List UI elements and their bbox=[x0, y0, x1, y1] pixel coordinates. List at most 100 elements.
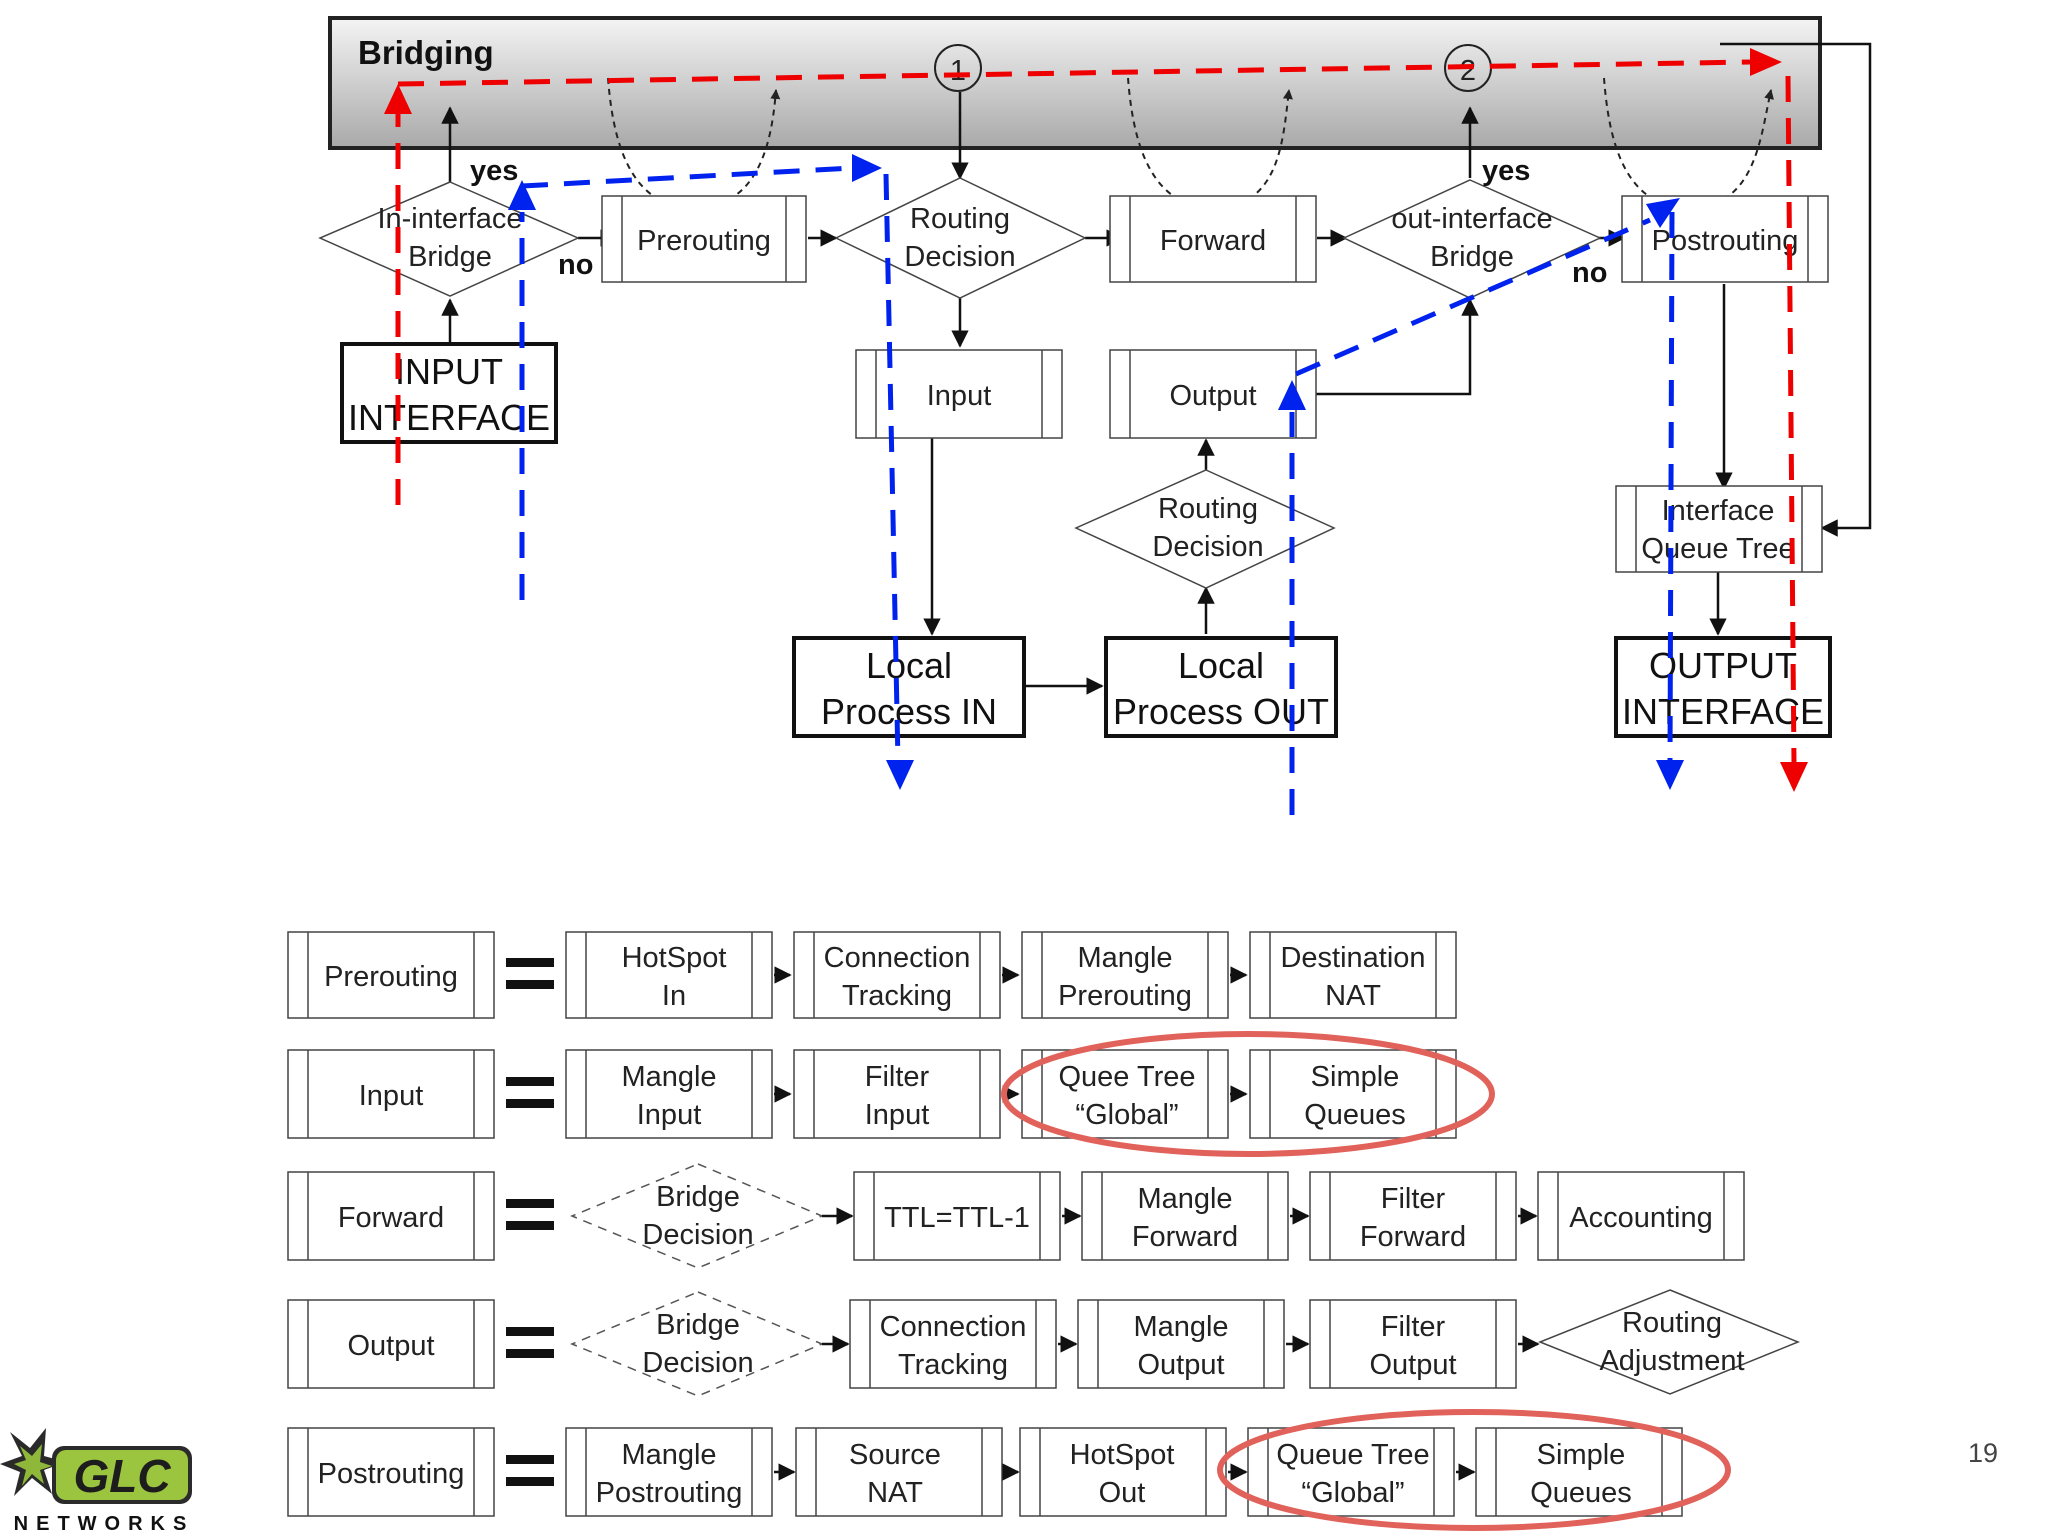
chain-step: Quee Tree “Global” bbox=[1021, 1049, 1229, 1139]
svg-text:Postrouting: Postrouting bbox=[596, 1477, 743, 1509]
chain-step: Connection Tracking bbox=[849, 1299, 1057, 1389]
bridge-decision-diamond: Bridge Decision bbox=[570, 1291, 824, 1397]
svg-text:Simple: Simple bbox=[1311, 1061, 1400, 1093]
out-interface-bridge-diamond: out-interface Bridge bbox=[1342, 179, 1602, 299]
marker-1: 1 bbox=[934, 44, 982, 92]
glc-logo: GLC NETWORKS bbox=[0, 1428, 195, 1535]
svg-text:INPUT: INPUT bbox=[395, 351, 503, 392]
highlight-oval bbox=[1001, 1031, 1495, 1157]
svg-text:Filter: Filter bbox=[1381, 1311, 1446, 1343]
svg-text:GLC: GLC bbox=[73, 1450, 171, 1502]
svg-text:Destination: Destination bbox=[1280, 942, 1425, 974]
logo-subtext: NETWORKS bbox=[14, 1513, 195, 1535]
chain-step: Filter Forward bbox=[1309, 1171, 1517, 1261]
svg-text:“Global”: “Global” bbox=[1301, 1477, 1404, 1509]
svg-text:Filter: Filter bbox=[865, 1061, 930, 1093]
prerouting-box: Prerouting bbox=[601, 195, 807, 283]
blue-routed-paths bbox=[508, 154, 1684, 815]
chain-postrouting: Postrouting Mangle Postrouting Source NA… bbox=[287, 1409, 1731, 1531]
chain-step: Mangle Output bbox=[1077, 1299, 1285, 1389]
in-interface-bridge-diamond: In-interface Bridge bbox=[318, 181, 580, 297]
svg-text:Connection: Connection bbox=[880, 1311, 1027, 1343]
routing-decision-mid-diamond: Routing Decision bbox=[1074, 469, 1336, 589]
chain-step: Simple Queues bbox=[1475, 1427, 1683, 1517]
chain-prerouting: Prerouting HotSpot In Connection Trackin… bbox=[287, 931, 1457, 1019]
red-bridged-path bbox=[384, 48, 1808, 792]
svg-text:In-interface: In-interface bbox=[377, 203, 522, 235]
svg-text:Queues: Queues bbox=[1304, 1099, 1406, 1131]
svg-text:NAT: NAT bbox=[867, 1477, 923, 1509]
svg-text:INTERFACE: INTERFACE bbox=[348, 397, 550, 438]
svg-text:Forward: Forward bbox=[1160, 225, 1266, 257]
svg-text:Source: Source bbox=[849, 1439, 941, 1471]
svg-text:Prerouting: Prerouting bbox=[324, 961, 458, 993]
yes-label: yes bbox=[470, 155, 518, 187]
svg-text:TTL=TTL-1: TTL=TTL-1 bbox=[884, 1202, 1030, 1234]
svg-text:Input: Input bbox=[865, 1099, 930, 1131]
svg-text:Connection: Connection bbox=[824, 942, 971, 974]
svg-text:Filter: Filter bbox=[1381, 1183, 1446, 1215]
local-process-in-box: Local Process IN bbox=[792, 636, 1026, 738]
chain-step: Accounting bbox=[1537, 1171, 1745, 1261]
svg-text:Routing: Routing bbox=[1158, 493, 1258, 525]
svg-text:Forward: Forward bbox=[1132, 1221, 1238, 1253]
svg-text:Routing: Routing bbox=[910, 203, 1010, 235]
chain-step: Destination NAT bbox=[1249, 931, 1457, 1019]
no-label-out: no bbox=[1572, 257, 1607, 289]
svg-text:Tracking: Tracking bbox=[842, 980, 952, 1012]
chain-input: Input Mangle Input Filter Input Quee Tre… bbox=[287, 1031, 1495, 1157]
svg-text:Output: Output bbox=[1169, 380, 1256, 412]
svg-text:Queues: Queues bbox=[1530, 1477, 1632, 1509]
svg-text:2: 2 bbox=[1460, 55, 1476, 87]
svg-text:Mangle: Mangle bbox=[1133, 1311, 1228, 1343]
chain-step: HotSpot In bbox=[565, 931, 773, 1019]
svg-text:Postrouting: Postrouting bbox=[318, 1458, 465, 1490]
svg-text:Prerouting: Prerouting bbox=[637, 225, 771, 257]
input-interface-box: INPUT INTERFACE bbox=[340, 342, 558, 444]
output-interface-box: OUTPUT INTERFACE bbox=[1614, 636, 1832, 738]
svg-text:Mangle: Mangle bbox=[1137, 1183, 1232, 1215]
svg-text:In: In bbox=[662, 980, 686, 1012]
svg-text:OUTPUT: OUTPUT bbox=[1649, 645, 1797, 686]
svg-text:Postrouting: Postrouting bbox=[1652, 225, 1799, 257]
local-process-out-box: Local Process OUT bbox=[1104, 636, 1338, 738]
svg-text:Output: Output bbox=[1369, 1349, 1456, 1381]
chain-step: Mangle Input bbox=[565, 1049, 773, 1139]
chain-step: TTL=TTL-1 bbox=[853, 1171, 1061, 1261]
flow-connectors bbox=[441, 42, 1872, 695]
forward-box: Forward bbox=[1109, 195, 1317, 283]
chain-step: Simple Queues bbox=[1249, 1049, 1457, 1139]
svg-text:Output: Output bbox=[347, 1330, 434, 1362]
interface-queue-tree-box: Interface Queue Tree bbox=[1615, 485, 1823, 573]
no-label: no bbox=[558, 249, 593, 281]
svg-text:Bridge: Bridge bbox=[1430, 241, 1514, 273]
svg-text:Interface: Interface bbox=[1662, 495, 1775, 527]
svg-text:Decision: Decision bbox=[904, 241, 1015, 273]
svg-text:Prerouting: Prerouting bbox=[1058, 980, 1192, 1012]
svg-text:Simple: Simple bbox=[1537, 1439, 1626, 1471]
chain-step: Mangle Prerouting bbox=[1021, 931, 1229, 1019]
svg-text:Bridge: Bridge bbox=[656, 1181, 740, 1213]
svg-text:HotSpot: HotSpot bbox=[622, 942, 727, 974]
routing-adjustment-diamond: Routing Adjustment bbox=[1537, 1289, 1800, 1395]
svg-text:Bridge: Bridge bbox=[656, 1309, 740, 1341]
svg-text:Input: Input bbox=[637, 1099, 702, 1131]
svg-text:Queue Tree: Queue Tree bbox=[1276, 1439, 1429, 1471]
chain-step: Queue Tree “Global” bbox=[1247, 1427, 1455, 1517]
svg-text:HotSpot: HotSpot bbox=[1070, 1439, 1175, 1471]
svg-text:Accounting: Accounting bbox=[1569, 1202, 1713, 1234]
svg-text:Input: Input bbox=[359, 1080, 424, 1112]
chain-forward: Forward Bridge Decision TTL=TTL-1 Mangle… bbox=[287, 1163, 1745, 1269]
svg-text:Routing: Routing bbox=[1622, 1307, 1722, 1339]
chain-step: Connection Tracking bbox=[793, 931, 1001, 1019]
svg-text:1: 1 bbox=[950, 55, 966, 87]
svg-text:Process OUT: Process OUT bbox=[1113, 691, 1329, 732]
svg-text:Quee Tree: Quee Tree bbox=[1058, 1061, 1195, 1093]
chain-step: Mangle Forward bbox=[1081, 1171, 1289, 1261]
svg-text:INTERFACE: INTERFACE bbox=[1622, 691, 1824, 732]
bridging-bar: Bridging bbox=[328, 16, 1822, 150]
svg-text:Mangle: Mangle bbox=[621, 1439, 716, 1471]
svg-text:Output: Output bbox=[1137, 1349, 1224, 1381]
input-box: Input bbox=[855, 349, 1063, 439]
